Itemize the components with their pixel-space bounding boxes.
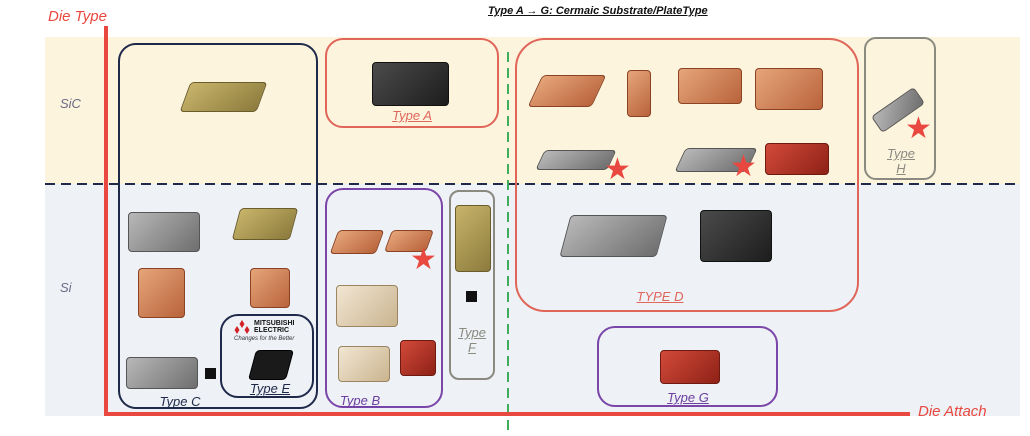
type-d-label: TYPE D xyxy=(636,289,684,304)
type-c-marker-square xyxy=(205,368,216,379)
diagram-title: Type A → G: Cermaic Substrate/PlateType xyxy=(488,5,708,17)
type-b-module-3 xyxy=(336,285,398,327)
row-label-si: Si xyxy=(60,280,72,295)
type-e-label: Type E xyxy=(249,381,291,396)
type-d-module-3 xyxy=(678,68,742,104)
type-b-module-1 xyxy=(329,230,385,254)
type-d-module-4 xyxy=(755,68,823,110)
type-e-box xyxy=(220,314,314,398)
mitsubishi-logo: MITSUBISHI ELECTRIC Changes for the Bett… xyxy=(234,320,309,342)
type-b-module-5 xyxy=(400,340,436,376)
type-c-module-3 xyxy=(138,268,185,318)
type-d-module-8 xyxy=(559,215,668,257)
type-a-module xyxy=(372,62,449,106)
logo-tagline: Changes for the Better xyxy=(234,336,295,342)
type-a-box xyxy=(325,38,499,128)
type-f-marker-square xyxy=(466,291,477,302)
type-c-module-2 xyxy=(231,208,299,240)
type-d-module-7 xyxy=(765,143,829,175)
type-c-module-4 xyxy=(250,268,290,308)
x-axis-title: Die Attach xyxy=(918,403,987,420)
type-f-box xyxy=(449,190,495,380)
type-c-module-5 xyxy=(126,357,198,389)
type-d-star-icon-2: ★ xyxy=(730,150,757,183)
type-e-module xyxy=(247,350,295,380)
type-h-star-icon: ★ xyxy=(905,112,932,145)
logo-line-2: ELECTRIC xyxy=(254,327,289,334)
type-b-label: Type B xyxy=(339,393,381,408)
type-f-label: Type F xyxy=(451,325,493,355)
type-c-label: Type C xyxy=(159,394,201,409)
type-g-label: Type G xyxy=(667,390,709,405)
type-c-module-sic xyxy=(179,82,268,112)
mitsubishi-diamonds-icon xyxy=(234,320,250,334)
type-g-module xyxy=(660,350,720,384)
row-label-sic: SiC xyxy=(60,96,81,111)
type-d-module-9 xyxy=(700,210,772,262)
type-f-label-line-2: F xyxy=(468,340,476,355)
type-a-label: Type A xyxy=(392,108,432,123)
type-f-label-line-1: Type xyxy=(458,325,486,340)
type-b-module-4 xyxy=(338,346,390,382)
type-h-label-line-2: H xyxy=(896,161,906,176)
type-f-module xyxy=(455,205,491,272)
type-g-box xyxy=(597,326,778,407)
type-h-label: Type H xyxy=(876,146,926,176)
type-h-box xyxy=(864,37,936,180)
type-d-star-icon-1: ★ xyxy=(604,153,631,186)
type-b-box xyxy=(325,188,443,408)
type-d-box xyxy=(515,38,859,312)
type-c-box xyxy=(118,43,318,409)
logo-line-1: MITSUBISHI xyxy=(254,320,295,327)
y-axis-title: Die Type xyxy=(48,8,107,25)
type-b-star-icon: ★ xyxy=(410,243,437,276)
type-h-label-line-1: Type xyxy=(887,146,915,161)
type-c-module-1 xyxy=(128,212,200,252)
type-d-module-2 xyxy=(627,70,651,117)
